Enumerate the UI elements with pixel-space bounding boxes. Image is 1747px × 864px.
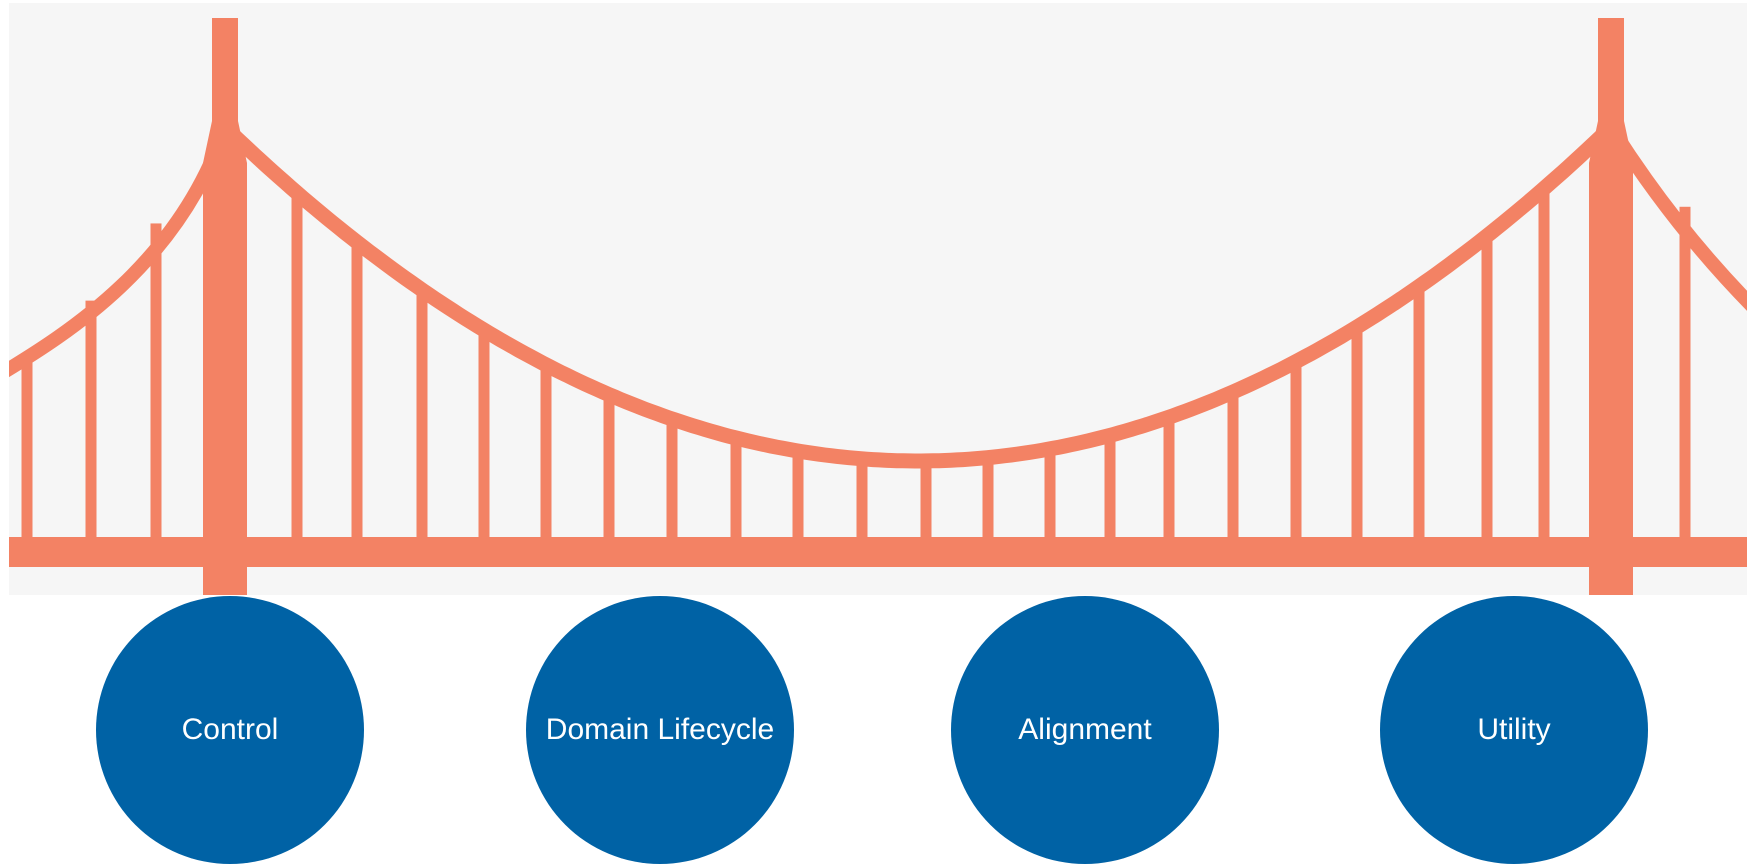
- bridge-hanger: [416, 289, 428, 539]
- bridge-hanger: [603, 394, 615, 539]
- bridge-hanger: [920, 460, 932, 539]
- bridge-main-cable: [217, 119, 1619, 469]
- bridge-hanger: [1104, 435, 1116, 539]
- pillar-utility: Utility: [1380, 596, 1648, 864]
- bridge-hanger: [1481, 235, 1493, 539]
- suspension-bridge-icon: [9, 18, 1747, 595]
- bridge-hanger: [291, 192, 303, 539]
- pillar-domain-lifecycle: Domain Lifecycle: [526, 596, 794, 864]
- bridge-hanger: [856, 458, 868, 539]
- bridge-hanger: [1351, 326, 1363, 539]
- bridge-hanger: [982, 457, 994, 539]
- bridge-hanger: [666, 418, 678, 539]
- pillar-label: Control: [181, 713, 279, 746]
- bridge-hanger: [85, 300, 97, 539]
- pillar-label: Domain Lifecycle: [545, 713, 775, 746]
- bridge-illustration: [9, 3, 1747, 595]
- bridge-hanger: [1538, 188, 1550, 539]
- bridge-hanger: [1227, 391, 1239, 539]
- bridge-hanger: [1044, 448, 1056, 539]
- bridge-hanger: [730, 437, 742, 539]
- pillar-label: Alignment: [1018, 713, 1152, 746]
- bridge-hanger: [792, 450, 804, 539]
- bridge-hanger: [21, 356, 33, 539]
- bridge-hanger: [150, 223, 162, 539]
- bridge-hanger: [1163, 417, 1175, 539]
- bridge-hanger: [1679, 206, 1691, 539]
- bridge-hanger: [478, 330, 490, 539]
- pillar-control: Control: [96, 596, 364, 864]
- bridge-side-cable: [9, 124, 232, 378]
- pillar-label: Utility: [1477, 713, 1551, 746]
- bridge-deck: [9, 537, 1747, 567]
- bridge-hanger: [1290, 361, 1302, 539]
- bridge-hanger: [1413, 286, 1425, 539]
- bridge-hanger: [351, 242, 363, 539]
- pillar-alignment: Alignment: [951, 596, 1219, 864]
- bridge-tower-left: [203, 18, 247, 595]
- bridge-hanger: [540, 364, 552, 539]
- bridge-tower-right: [1589, 18, 1633, 595]
